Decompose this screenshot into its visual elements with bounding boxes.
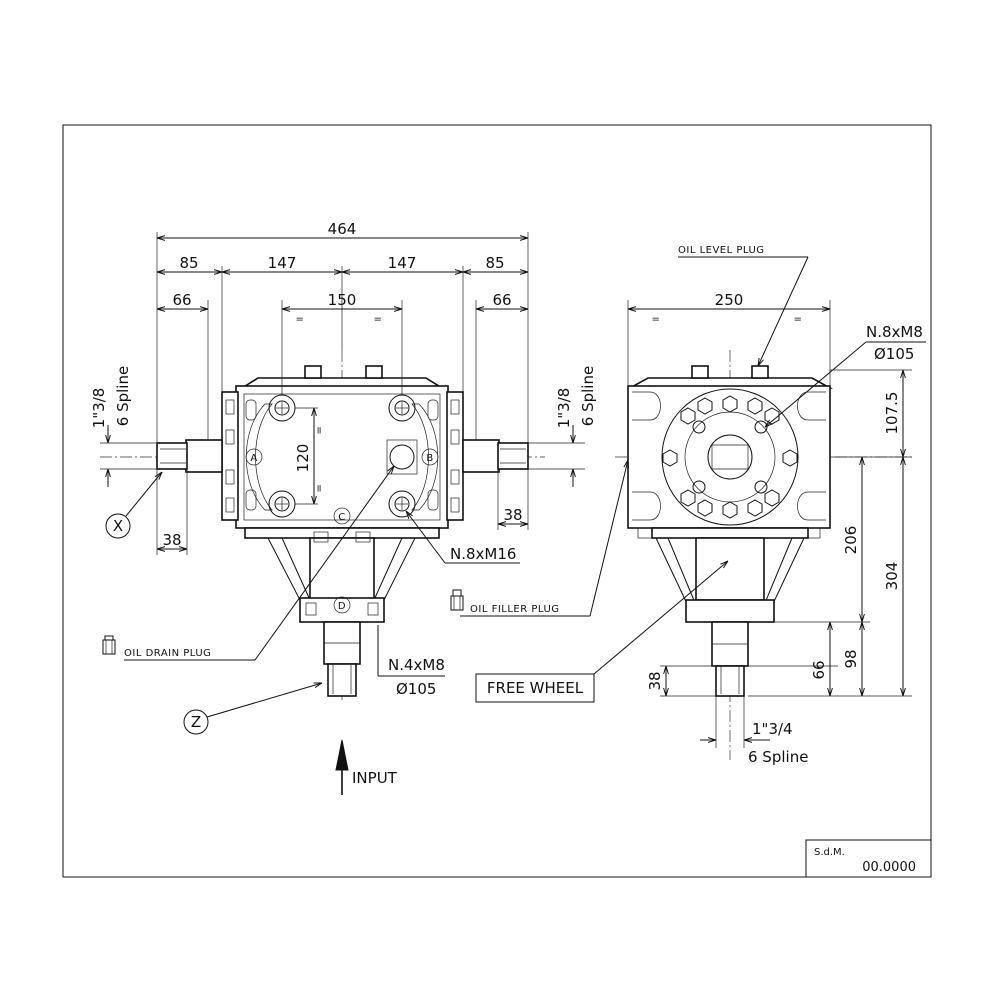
dim-left-shaft: 85 [179, 254, 198, 272]
free-wheel-box [475, 673, 595, 703]
front-bolts-label: N.8xM16 [450, 545, 516, 563]
equal-mark-5: = [652, 314, 661, 325]
dim-left-shaft-tip: 38 [162, 531, 181, 549]
equal-mark-1: = [296, 314, 305, 325]
input-shaft-size: 1"3/4 [752, 720, 793, 738]
front-view: A B C D 464 85 147 147 85 66 150 = = [90, 220, 597, 795]
bottom-bolt-circle-label: Ø105 [396, 680, 436, 698]
dim-side-width: 250 [715, 291, 744, 309]
bottom-bolts-label: N.4xM8 [388, 656, 445, 674]
oil-filler-plug-icon [450, 589, 464, 611]
oil-drain-plug-label: OIL DRAIN PLUG [124, 648, 211, 659]
callout-x: X [113, 517, 123, 535]
side-bolts-label: N.8xM8 [866, 323, 923, 341]
title-block-code-label: S.d.M. [814, 847, 845, 858]
dim-bolt-vertical: 120 [294, 444, 312, 473]
hex-bolt-icon [662, 395, 798, 519]
dim-input-tip: 38 [646, 671, 664, 690]
dim-overall-width: 464 [328, 220, 357, 238]
left-shaft-size: 1"3/8 [90, 388, 108, 429]
free-wheel-label: FREE WHEEL [487, 679, 584, 697]
right-shaft-size: 1"3/8 [555, 388, 573, 429]
oil-level-plug-label: OIL LEVEL PLUG [678, 245, 765, 256]
dim-left-spline-len: 66 [172, 291, 191, 309]
dim-bolt-spacing: 150 [328, 291, 357, 309]
equal-mark-3: = [314, 426, 325, 435]
dim-right-shaft: 85 [485, 254, 504, 272]
title-block: S.d.M. 00.0000 [805, 839, 932, 878]
dim-right-shaft-tip: 38 [503, 506, 522, 524]
left-shaft-spline: 6 Spline [114, 366, 132, 426]
right-shaft-spline: 6 Spline [579, 366, 597, 426]
dim-right-spline-len: 66 [492, 291, 511, 309]
dim-height-66: 66 [810, 660, 828, 679]
side-bolt-circle-label: Ø105 [874, 345, 914, 363]
callout-d: D [338, 601, 346, 612]
callout-a: A [250, 453, 257, 464]
dim-height-98: 98 [842, 649, 860, 668]
dim-right-half: 147 [388, 254, 417, 272]
dim-height-206: 206 [842, 526, 860, 555]
callout-b: B [426, 453, 433, 464]
dim-left-half: 147 [268, 254, 297, 272]
input-label: INPUT [352, 769, 398, 787]
equal-mark-4: = [314, 484, 325, 493]
title-block-number: 00.0000 [862, 860, 916, 875]
callout-z: Z [191, 713, 201, 731]
equal-mark-2: = [374, 314, 383, 325]
dim-height-upper: 107.5 [883, 392, 901, 435]
oil-drain-plug-icon [102, 635, 116, 655]
equal-mark-6: = [794, 314, 803, 325]
side-view: 250 = = OIL LEVEL PLUG N.8xM8 Ø105 107.5… [450, 245, 926, 766]
callout-c: C [338, 512, 345, 523]
input-shaft-spline: 6 Spline [748, 748, 808, 766]
dim-height-304: 304 [883, 562, 901, 591]
drawing-frame [62, 124, 932, 878]
oil-filler-plug-label: OIL FILLER PLUG [470, 604, 560, 615]
